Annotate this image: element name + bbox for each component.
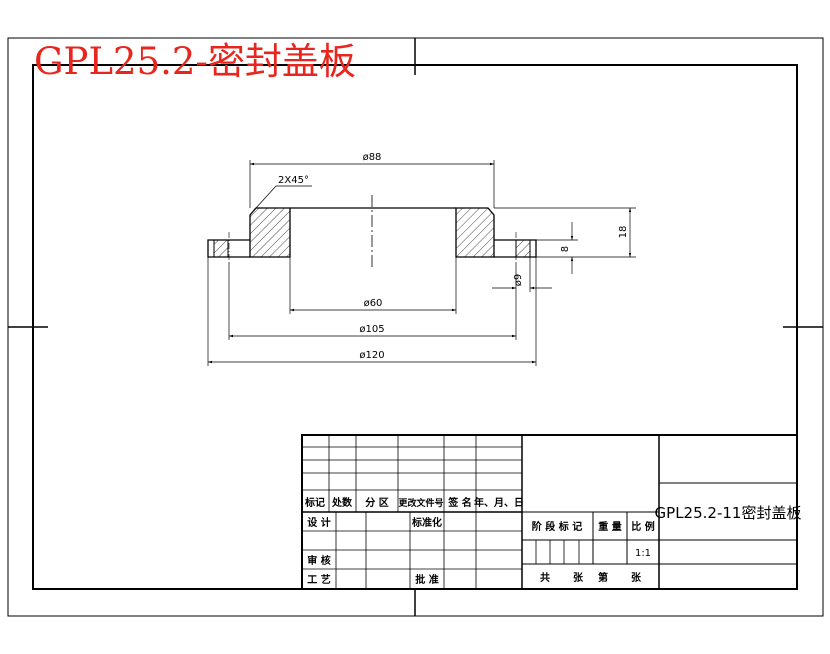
stamp-title: GPL25.2-密封盖板 bbox=[34, 40, 356, 83]
label-standardize: 标准化 bbox=[411, 516, 442, 529]
header-change-doc: 更改文件号 bbox=[398, 497, 443, 509]
label-weight: 重 量 bbox=[598, 520, 621, 533]
dim-flange-thick: 8 bbox=[560, 246, 571, 252]
label-design: 设 计 bbox=[307, 516, 330, 529]
header-zone: 分 区 bbox=[365, 496, 388, 509]
flange-right bbox=[494, 239, 537, 258]
section-hatch-left bbox=[249, 207, 291, 258]
label-sheets-2: 张 bbox=[631, 571, 642, 584]
dim-bore-dia: ø60 bbox=[364, 298, 383, 309]
dim-outer-dia: ø120 bbox=[359, 350, 384, 361]
part-section-view bbox=[207, 195, 537, 270]
section-hatch-right bbox=[455, 207, 495, 258]
title-block bbox=[301, 434, 798, 590]
bolt-hole-right bbox=[515, 239, 531, 258]
header-mark: 标记 bbox=[304, 496, 325, 509]
dim-total-height: 18 bbox=[618, 226, 629, 239]
header-count: 处数 bbox=[331, 496, 353, 509]
label-total: 共 bbox=[540, 571, 550, 584]
scale-value: 1:1 bbox=[635, 548, 651, 559]
label-sheets-1: 张 bbox=[573, 571, 584, 584]
label-process: 工 艺 bbox=[307, 573, 330, 586]
label-page: 第 bbox=[598, 571, 608, 584]
bolt-hole-left bbox=[213, 239, 229, 258]
label-scale: 比 例 bbox=[631, 520, 654, 533]
header-sign: 签 名 bbox=[447, 496, 471, 509]
label-review: 审 核 bbox=[307, 554, 330, 567]
dim-chamfer: 2X45° bbox=[278, 175, 309, 186]
dimensions bbox=[207, 160, 636, 366]
dim-top-dia: ø88 bbox=[363, 152, 382, 163]
header-date: 年、月、日 bbox=[474, 496, 524, 509]
label-stage-mark: 阶 段 标 记 bbox=[532, 520, 582, 533]
dim-bolt-circle: ø105 bbox=[359, 324, 384, 335]
drawing-name: GPL25.2-11密封盖板 bbox=[655, 504, 802, 522]
label-approve: 批 准 bbox=[415, 573, 438, 586]
centering-marks bbox=[8, 38, 823, 616]
sheet-border bbox=[7, 37, 824, 617]
dim-hole-dia: ø9 bbox=[513, 274, 524, 286]
